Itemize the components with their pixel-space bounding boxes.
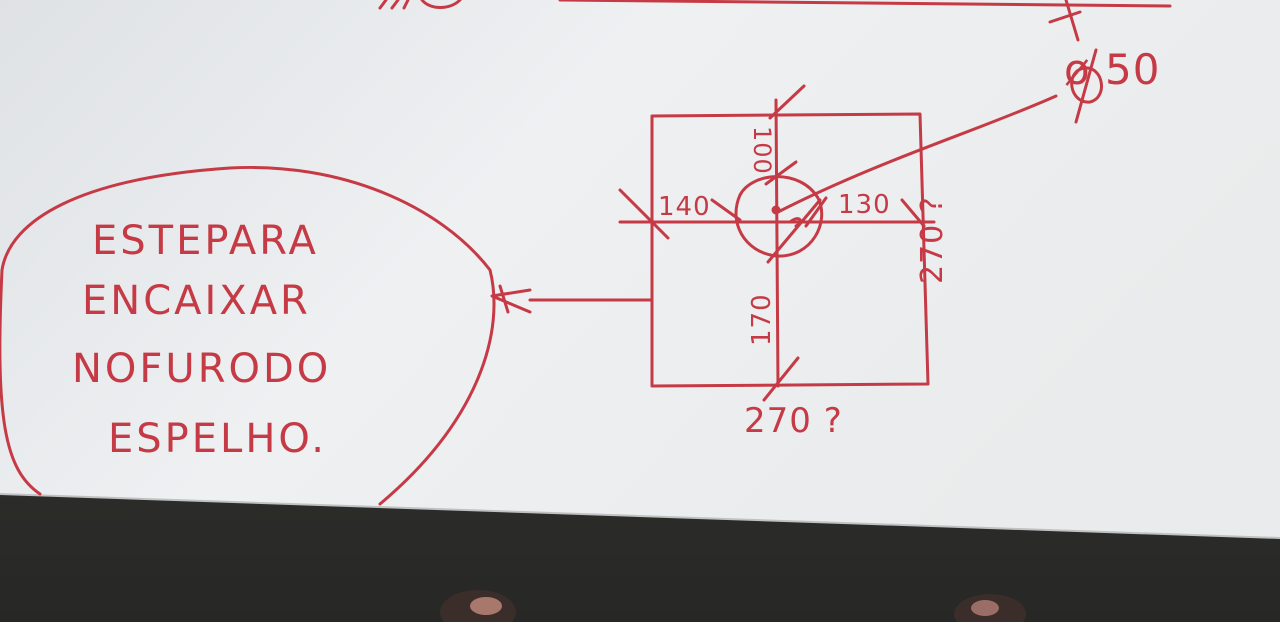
tick-right-hole <box>804 196 828 228</box>
width-label: 270 ? <box>744 401 843 441</box>
dimension-right: 130 <box>838 190 891 220</box>
dimension-left: 140 <box>658 192 711 222</box>
diameter-label: ø 50 <box>1064 45 1161 94</box>
tick-left-hole <box>710 198 742 222</box>
dimension-top: 100 <box>748 126 776 175</box>
note-line-1: ESTEPARA <box>92 218 319 264</box>
diameter-leader <box>776 94 1058 214</box>
foot-left-toe <box>470 597 502 615</box>
paper-bottom-edge <box>0 493 1280 539</box>
tick-top <box>768 84 806 120</box>
tick-left <box>618 188 670 240</box>
note-bubble-outline <box>0 165 496 506</box>
note-text: ESTEPARA ENCAIXAR NOFURODO ESPELHO. <box>72 218 331 462</box>
leader-arrow <box>490 284 654 314</box>
vertical-centerline <box>774 98 780 388</box>
hole-diameter-line <box>766 198 822 264</box>
top-scribble <box>378 0 462 10</box>
dimension-bottom: 170 <box>747 293 777 346</box>
diameter-symbol <box>1070 48 1103 124</box>
sketch-ink <box>0 0 1172 506</box>
tick-hole-top <box>764 160 798 186</box>
tick-bottom <box>762 356 800 402</box>
top-right-tick <box>1048 0 1082 42</box>
part-outline <box>650 112 930 388</box>
tick-right <box>900 198 926 228</box>
note-line-4: ESPELHO. <box>108 416 327 462</box>
note-line-2: ENCAIXAR <box>82 278 311 324</box>
foot-right-toe <box>971 600 999 616</box>
height-label: 270 ? <box>915 196 950 284</box>
note-line-3: NOFURODO <box>72 346 331 392</box>
